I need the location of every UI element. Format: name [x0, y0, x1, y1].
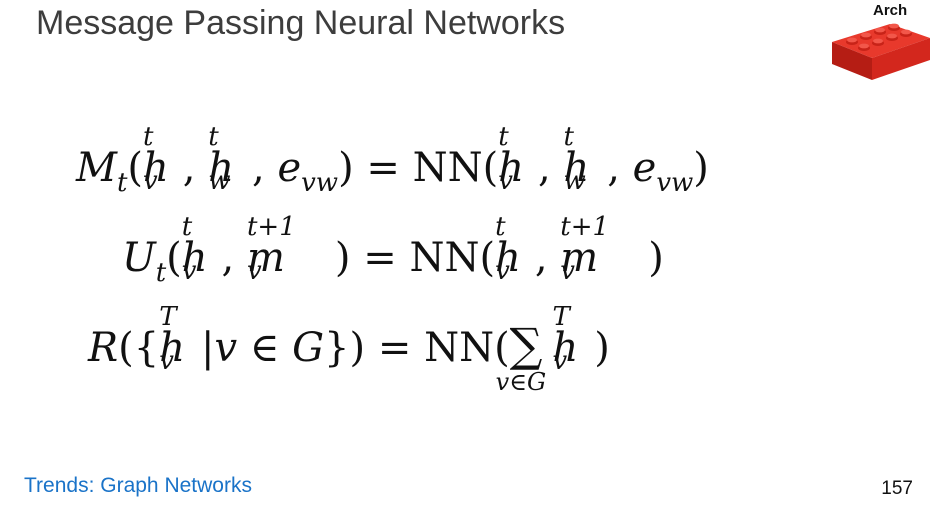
eq1-h2-sub: w	[208, 166, 231, 196]
eq1-equals: =	[353, 145, 413, 191]
eq1-rp: )	[338, 145, 354, 191]
eq1-vw2: vw	[656, 168, 694, 198]
slide-title: Message Passing Neural Networks	[36, 4, 566, 42]
eq3-summation: ∑v∈G	[496, 322, 547, 394]
eq3-rp: )	[349, 325, 366, 371]
eq3-R: R	[88, 325, 119, 371]
eq3-rp2: )	[594, 325, 610, 371]
eq1-comma1: ,	[182, 145, 209, 191]
eq2-m2-base: m	[560, 235, 599, 281]
lego-brick-icon	[832, 23, 930, 80]
eq1-comma2: ,	[252, 145, 278, 191]
eq3-sum-sign: ∑	[509, 318, 543, 372]
eq2-h1-sub: v	[181, 256, 197, 286]
eq2-comma2: ,	[534, 235, 561, 281]
eq1-h2-sup: t	[208, 122, 219, 152]
eq3-bar: |	[200, 325, 215, 371]
eq3-v: v	[214, 325, 238, 371]
eq1-h2-base: h	[208, 145, 234, 191]
eq1-M: M	[76, 145, 117, 191]
eq3-h2-sub: v	[552, 346, 568, 376]
eq1-e: e	[277, 145, 302, 191]
eq2-h2-sub: v	[495, 256, 510, 286]
eq2-equals: =	[350, 235, 410, 281]
eq2-h2-sup: t	[495, 212, 506, 242]
eq3-lp2: (	[494, 325, 510, 371]
eq1-NN: NN	[412, 145, 483, 191]
arch-tag: Arch	[873, 2, 908, 19]
eq1-vw: vw	[301, 168, 339, 198]
eq2-lp2: (	[479, 235, 496, 281]
eq2-comma1: ,	[221, 235, 247, 281]
eq1-h1-sub: v	[143, 166, 158, 196]
eq2-m1-sub: v	[246, 256, 262, 286]
eq2-t: t	[155, 258, 167, 288]
eq1-t: t	[116, 168, 128, 198]
eq3-lb: {	[133, 325, 160, 371]
eq2-rp2: )	[648, 235, 664, 281]
eq3-G: G	[292, 325, 325, 371]
eq2-m1-sup: t+1	[246, 212, 296, 242]
eq3-h2-sup: T	[552, 302, 570, 332]
eq1-h3-sub: v	[498, 166, 513, 196]
eq1-lp2: (	[482, 145, 499, 191]
eq2-m1-base: m	[246, 235, 285, 281]
eq3-lp: (	[118, 325, 134, 371]
eq1-comma3: ,	[538, 145, 564, 191]
eq1-h3-sup: t	[498, 122, 509, 152]
eq3-sum-under: v∈G	[495, 368, 547, 396]
trends-graph-networks-link[interactable]: Trends: Graph Networks	[24, 474, 252, 497]
eq3-h1-sup: T	[159, 302, 177, 332]
eq2-rp: )	[334, 235, 351, 281]
eq1-rp2: )	[693, 145, 709, 191]
eq2-m2-sub: v	[560, 256, 575, 286]
eq1-h4-sup: t	[563, 122, 574, 152]
eq2-h2-base: h	[495, 235, 521, 281]
eq2-m2-sup: t+1	[560, 212, 610, 242]
eq1-h4-sub: w	[563, 166, 586, 196]
eq3-equals: =	[365, 325, 425, 371]
page-number: 157	[881, 478, 913, 499]
eq1-e2: e	[632, 145, 657, 191]
eq1-h4-base: h	[563, 145, 590, 191]
eq3-h2-base: h	[552, 325, 579, 371]
eq2-U: U	[122, 235, 156, 281]
eq1-comma4: ,	[607, 145, 633, 191]
eq2-h1-sup: t	[181, 212, 193, 242]
eq1-h3-base: h	[498, 145, 524, 191]
eq3-rb: }	[324, 325, 350, 371]
eq2-NN: NN	[409, 235, 480, 281]
eq3-NN: NN	[424, 325, 495, 371]
eq3-h1-base: h	[159, 325, 185, 371]
eq3-in: ∈	[237, 325, 293, 371]
eq1-h1-sup: t	[143, 122, 154, 152]
eq3-h1-sub: v	[159, 346, 174, 376]
eq1-lp: (	[127, 145, 144, 191]
eq2-lp: (	[166, 235, 182, 281]
eq2-h1-base: h	[181, 235, 208, 281]
eq1-h1-base: h	[143, 145, 169, 191]
